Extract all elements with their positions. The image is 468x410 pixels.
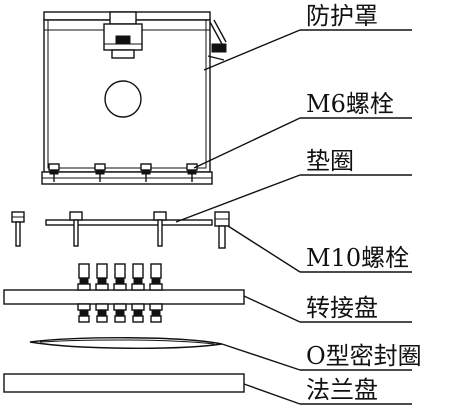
side-latch [207, 19, 227, 61]
label-flange-plate: 法兰盘 [306, 376, 378, 404]
label-shield: 防护罩 [306, 2, 378, 30]
flange-plate [3, 373, 245, 393]
label-o-ring: O型密封圈 [306, 342, 422, 370]
adapter-plate [3, 263, 245, 323]
label-washer: 垫圈 [306, 147, 354, 175]
o-ring [29, 337, 223, 349]
label-adapter-plate: 转接盘 [306, 294, 378, 322]
label-m6-bolt: M6螺栓 [306, 90, 394, 118]
label-m10-bolt: M10螺栓 [306, 244, 409, 272]
m10-bolt [214, 211, 230, 249]
center-hole [104, 80, 142, 118]
washer-row [11, 211, 230, 249]
top-bracket [103, 11, 143, 59]
leader-lines [175, 29, 412, 405]
protective-shield [41, 11, 227, 185]
